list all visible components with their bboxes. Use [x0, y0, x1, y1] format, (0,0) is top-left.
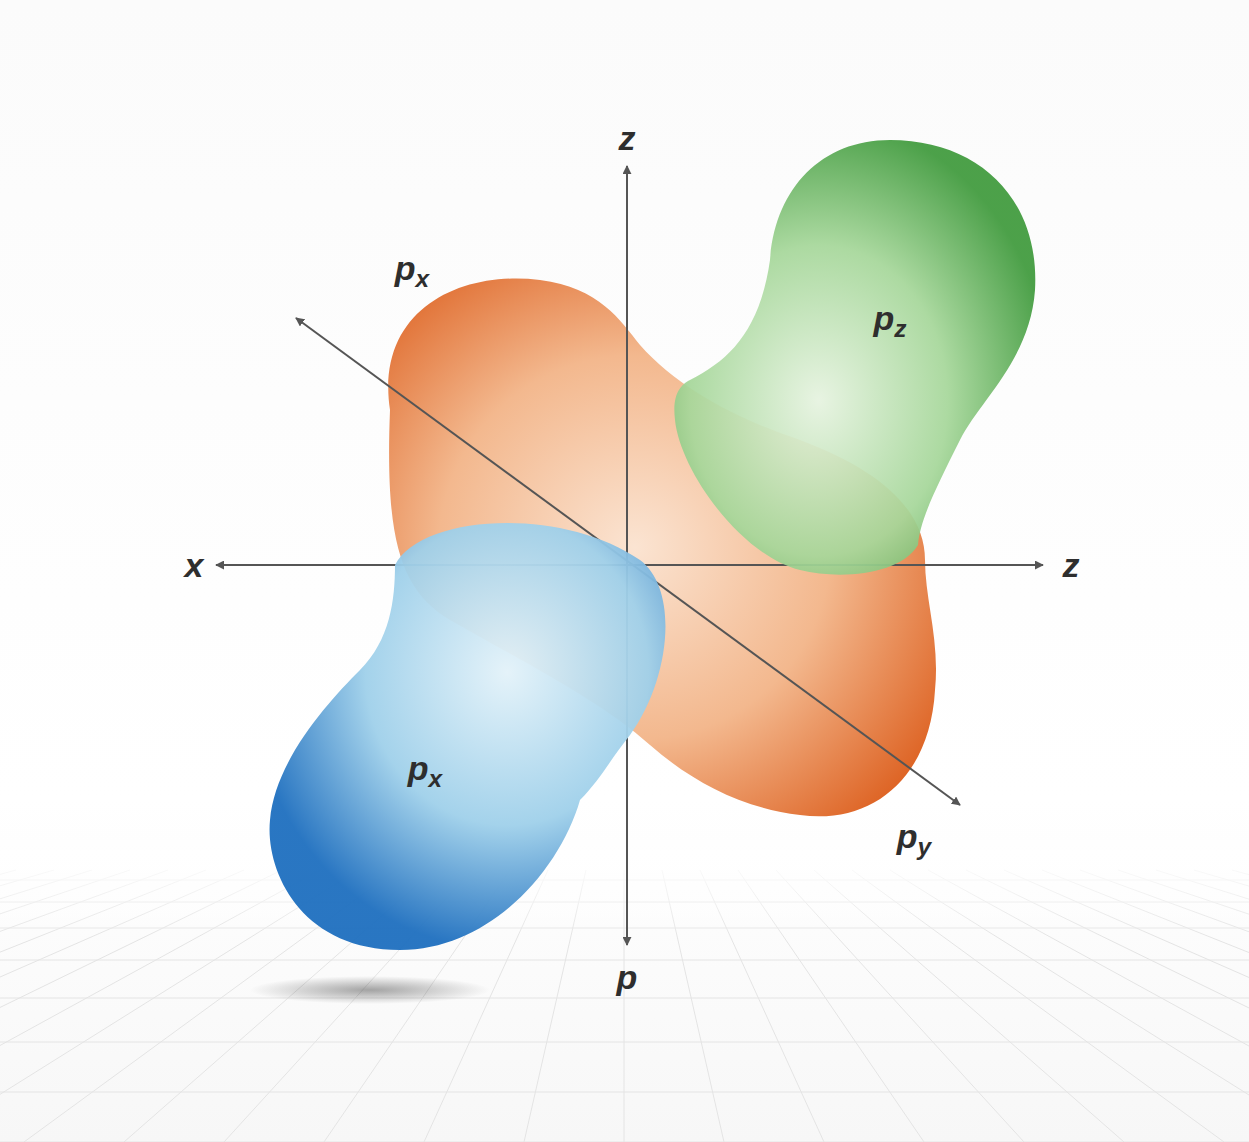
symbol-subscript: y — [918, 833, 932, 860]
symbol-letter: p — [617, 958, 638, 996]
symbol-letter: p — [897, 817, 918, 855]
green-orbital-lobe: pz — [665, 135, 1045, 585]
axis-label: py — [894, 818, 934, 854]
symbol-letter: z — [1063, 546, 1080, 584]
axis-label: p — [614, 959, 641, 995]
lobe-shape — [270, 523, 666, 950]
orbital-label: px — [395, 251, 429, 285]
symbol-subscript: z — [894, 315, 906, 342]
drop-shadow — [250, 976, 490, 1004]
lobe-shape — [674, 140, 1035, 575]
symbol-subscript: x — [416, 265, 430, 292]
axis-label: z — [1060, 547, 1083, 583]
axis-label: x — [182, 547, 207, 583]
symbol-letter: z — [619, 119, 636, 157]
orbital-label: px — [408, 751, 442, 785]
blue-orbital-lobe: px — [262, 505, 682, 955]
lobe-outline — [665, 135, 1045, 585]
lobe-outline — [262, 505, 682, 955]
orbital-label: pz — [873, 301, 906, 335]
symbol-letter: x — [185, 546, 204, 584]
symbol-letter: p — [873, 299, 894, 337]
axis-label: z — [616, 120, 639, 156]
symbol-letter: p — [408, 749, 429, 787]
symbol-letter: p — [395, 249, 416, 287]
symbol-subscript: x — [429, 765, 443, 792]
